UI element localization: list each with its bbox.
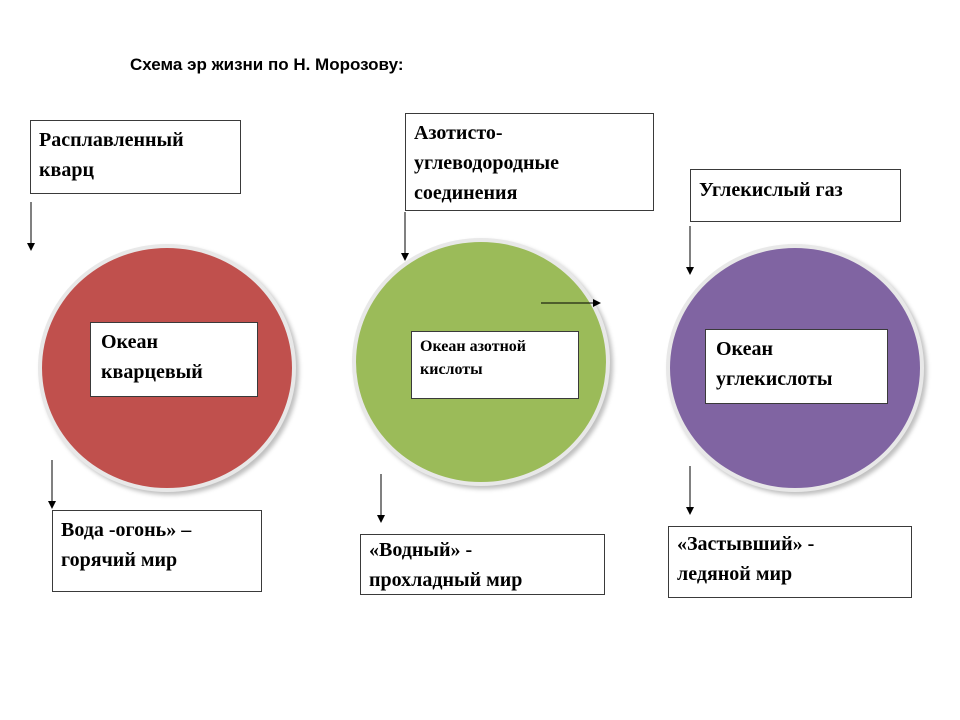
ocean-box-nitric: Океан азотной кислоты (411, 331, 579, 399)
input-box-co2: Углекислый газ (690, 169, 901, 222)
ocean-box-carbonic: Океан углекислоты (705, 329, 888, 404)
world-box-hot: Вода -огонь» – горячий мир (52, 510, 262, 592)
diagram-title: Схема эр жизни по Н. Морозову: (130, 55, 404, 74)
world-box-cool: «Водный» - прохладный мир (360, 534, 605, 595)
input-box-nitrogen: Азотисто- углеводородные соединения (405, 113, 654, 211)
world-box-frozen: «Застывший» - ледяной мир (668, 526, 912, 598)
ocean-box-quartz: Океан кварцевый (90, 322, 258, 397)
input-box-quartz: Расплавленный кварц (30, 120, 241, 194)
